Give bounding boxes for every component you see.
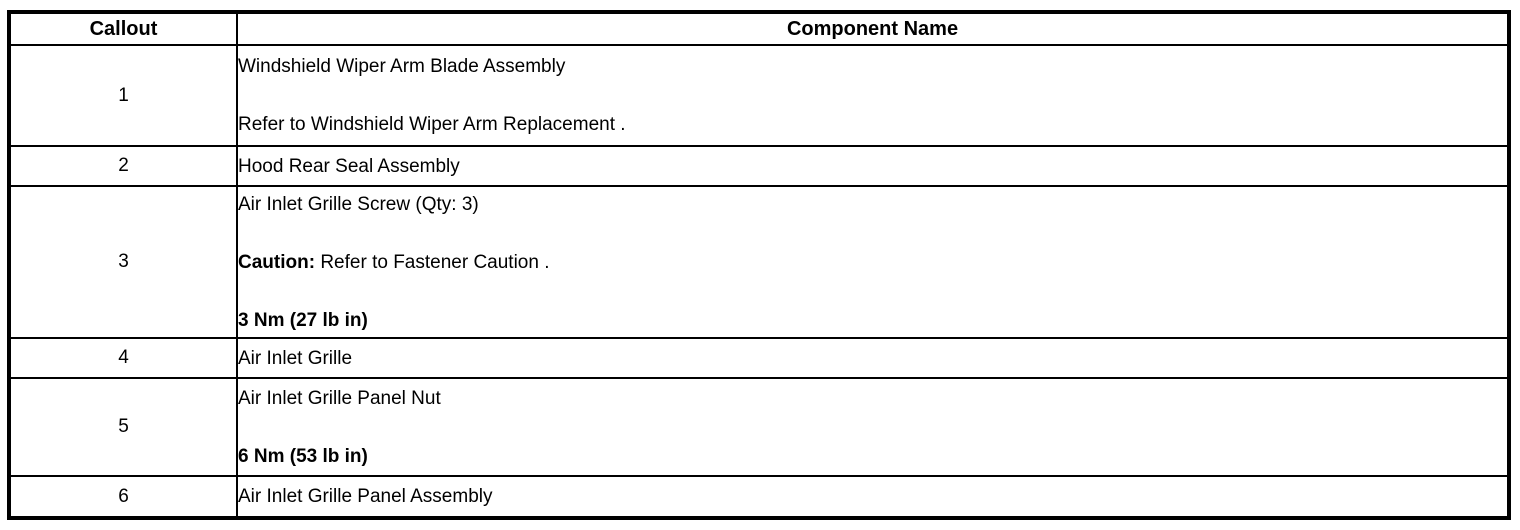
component-description: Air Inlet Grille Panel Assembly <box>236 475 1510 519</box>
text-segment: Refer to Windshield Wiper Arm Replacemen… <box>238 114 626 135</box>
component-description: Air Inlet Grille Screw (Qty: 3) Caution:… <box>236 185 1510 339</box>
blank-line <box>239 413 1507 442</box>
callout-number: 6 <box>8 475 238 519</box>
text-segment: Hood Rear Seal Assembly <box>238 155 460 177</box>
callout-number: 2 <box>8 145 238 187</box>
component-text-line: Air Inlet Grille <box>238 344 1507 373</box>
component-text-line: Windshield Wiper Arm Blade Assembly <box>238 52 1507 81</box>
callout-number: 1 <box>8 44 238 147</box>
text-segment: Air Inlet Grille Screw (Qty: 3) <box>238 193 479 215</box>
component-text-line: Air Inlet Grille Panel Assembly <box>238 482 1507 511</box>
header-callout: Callout <box>8 11 238 46</box>
component-description: Hood Rear Seal Assembly <box>236 145 1510 187</box>
component-text-line: Air Inlet Grille Panel Nut <box>238 384 1507 413</box>
callout-number: 3 <box>8 185 238 339</box>
component-text-line: Caution: Refer to Fastener Caution . <box>238 248 1507 277</box>
text-segment: Air Inlet Grille <box>238 347 353 369</box>
component-text-line: 6 Nm (53 lb in) <box>238 442 1507 471</box>
table-header-row: Callout Component Name <box>8 11 1510 46</box>
text-segment: Windshield Wiper Arm Blade Assembly <box>238 56 566 77</box>
text-segment: Air Inlet Grille Panel Nut <box>238 387 441 409</box>
bold-text-segment: Caution: <box>238 251 316 273</box>
component-text-line: Hood Rear Seal Assembly <box>238 152 1507 181</box>
component-description: Windshield Wiper Arm Blade Assembly Refe… <box>236 44 1510 147</box>
component-description: Air Inlet Grille Panel Nut 6 Nm (53 lb i… <box>236 377 1510 477</box>
component-text-line: 3 Nm (27 lb in) <box>238 306 1507 335</box>
component-text-line: Refer to Windshield Wiper Arm Replacemen… <box>238 110 1507 139</box>
blank-line <box>239 81 1507 110</box>
component-description: Air Inlet Grille <box>236 337 1510 379</box>
blank-line <box>239 277 1507 306</box>
component-text-line: Air Inlet Grille Screw (Qty: 3) <box>238 190 1507 219</box>
header-component-name: Component Name <box>236 11 1510 46</box>
callout-number: 4 <box>8 337 238 379</box>
bold-text-segment: 6 Nm (53 lb in) <box>238 445 368 467</box>
text-segment: Refer to Fastener Caution . <box>315 251 550 273</box>
callout-number: 5 <box>8 377 238 477</box>
text-segment: Air Inlet Grille Panel Assembly <box>238 486 493 507</box>
blank-line <box>239 219 1507 248</box>
bold-text-segment: 3 Nm (27 lb in) <box>238 309 368 331</box>
